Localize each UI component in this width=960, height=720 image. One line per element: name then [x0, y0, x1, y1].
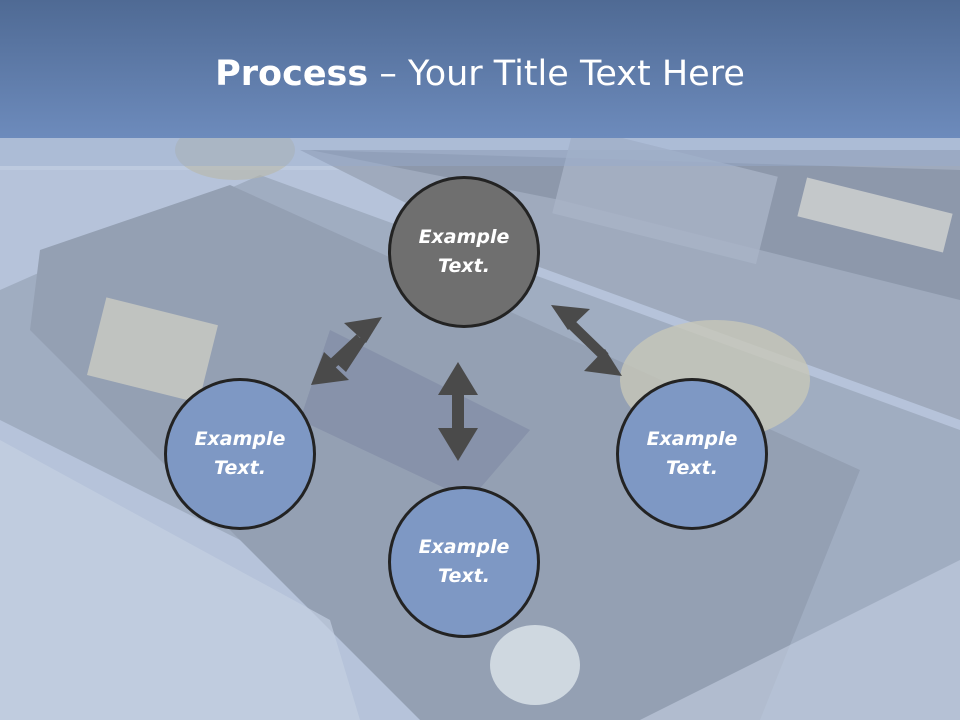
process-node-right-text: Example Text.	[646, 428, 738, 479]
process-node-left[interactable]: Example Text.	[164, 378, 316, 530]
process-node-left-text: Example Text.	[194, 428, 286, 479]
process-node-bottom[interactable]: Example Text.	[388, 486, 540, 638]
title-bar	[0, 0, 960, 138]
title-bar-shadow	[0, 138, 960, 166]
arrow-top-right[interactable]	[551, 305, 622, 376]
slide-title-bold: Process	[215, 54, 369, 94]
process-node-bottom-text: Example Text.	[418, 536, 510, 587]
process-node-top[interactable]: Example Text.	[388, 176, 540, 328]
slide-title[interactable]: Process – Your Title Text Here	[0, 48, 960, 100]
process-node-right[interactable]: Example Text.	[616, 378, 768, 530]
arrow-top-left[interactable]	[311, 317, 382, 385]
process-node-top-text: Example Text.	[418, 226, 510, 277]
arrow-top-bottom[interactable]	[438, 362, 478, 461]
slide-title-rest: – Your Title Text Here	[368, 54, 745, 94]
